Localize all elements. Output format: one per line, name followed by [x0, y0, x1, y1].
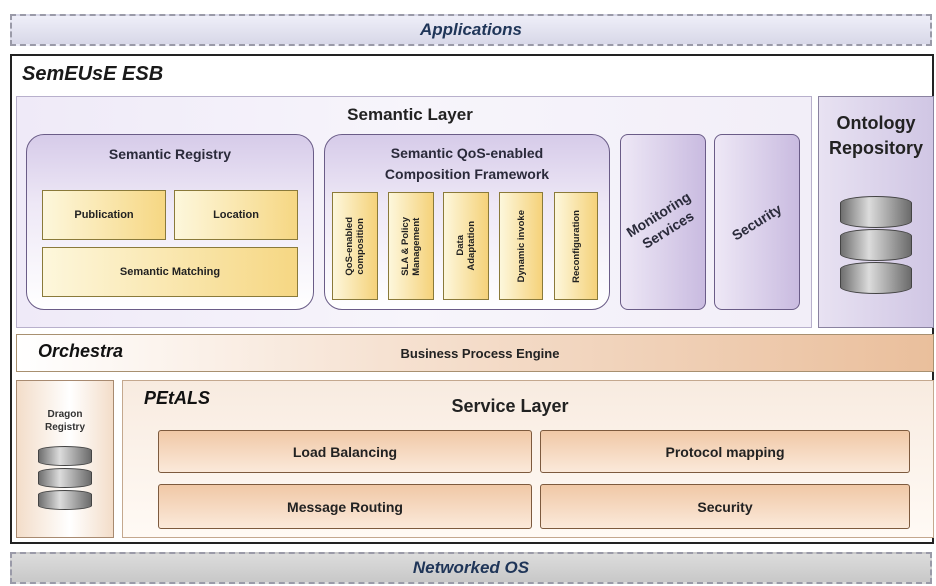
service-security-box: Security — [540, 484, 910, 529]
semantic-matching-box: Semantic Matching — [42, 247, 298, 297]
composition-item: SLA & Policy Management — [388, 192, 434, 300]
data-adaptation-label: Data Adaptation — [455, 221, 477, 271]
business-process-engine: Business Process Engine — [400, 345, 560, 361]
service-layer-title: Service Layer — [451, 395, 569, 416]
networked-os-bar: Networked OS — [10, 552, 932, 584]
dragon-db-icon — [38, 446, 92, 466]
semantic-security: Security — [714, 134, 800, 310]
monitoring-services-label: Monitoring Services — [623, 188, 697, 252]
dragon-registry-title: Dragon Registry — [44, 409, 85, 433]
dynamic-invoke-label: Dynamic invoke — [515, 209, 527, 283]
composition-item: Reconfiguration — [554, 192, 598, 300]
dragon-db-icon — [38, 468, 92, 488]
composition-item: Dynamic invoke — [499, 192, 543, 300]
protocol-mapping-box: Protocol mapping — [540, 430, 910, 473]
semantic-layer-title: Semantic Layer — [347, 105, 473, 124]
applications-label: Applications — [419, 20, 522, 39]
ontology-repository-title: Ontology Repository — [828, 113, 924, 158]
applications-bar: Applications — [10, 14, 932, 46]
composition-item: QoS-enabled composition — [332, 192, 378, 300]
petals-title: PEtALS — [144, 388, 211, 408]
sla-policy-label: SLA & Policy Management — [400, 216, 422, 276]
semantic-registry-title: Semantic Registry — [108, 145, 232, 162]
ontology-db-icon — [840, 262, 912, 294]
semantic-security-label: Security — [729, 200, 785, 244]
orchestra-title: Orchestra — [38, 341, 124, 361]
qos-composition-label: QoS-enabled composition — [344, 216, 366, 276]
ontology-db-icon — [840, 229, 912, 261]
esb-title: SemEUsE ESB — [22, 63, 164, 85]
publication-box: Publication — [42, 190, 166, 240]
monitoring-services: Monitoring Services — [620, 134, 706, 310]
composition-framework-title: Semantic QoS-enabled Composition Framewo… — [384, 145, 550, 182]
orchestra-band — [16, 334, 934, 372]
message-routing-box: Message Routing — [158, 484, 532, 529]
dragon-db-icon — [38, 490, 92, 510]
load-balancing-box: Load Balancing — [158, 430, 532, 473]
reconfiguration-label: Reconfiguration — [570, 209, 582, 283]
composition-item: Data Adaptation — [443, 192, 489, 300]
location-box: Location — [174, 190, 298, 240]
ontology-db-icon — [840, 196, 912, 228]
networked-os-label: Networked OS — [412, 558, 530, 577]
